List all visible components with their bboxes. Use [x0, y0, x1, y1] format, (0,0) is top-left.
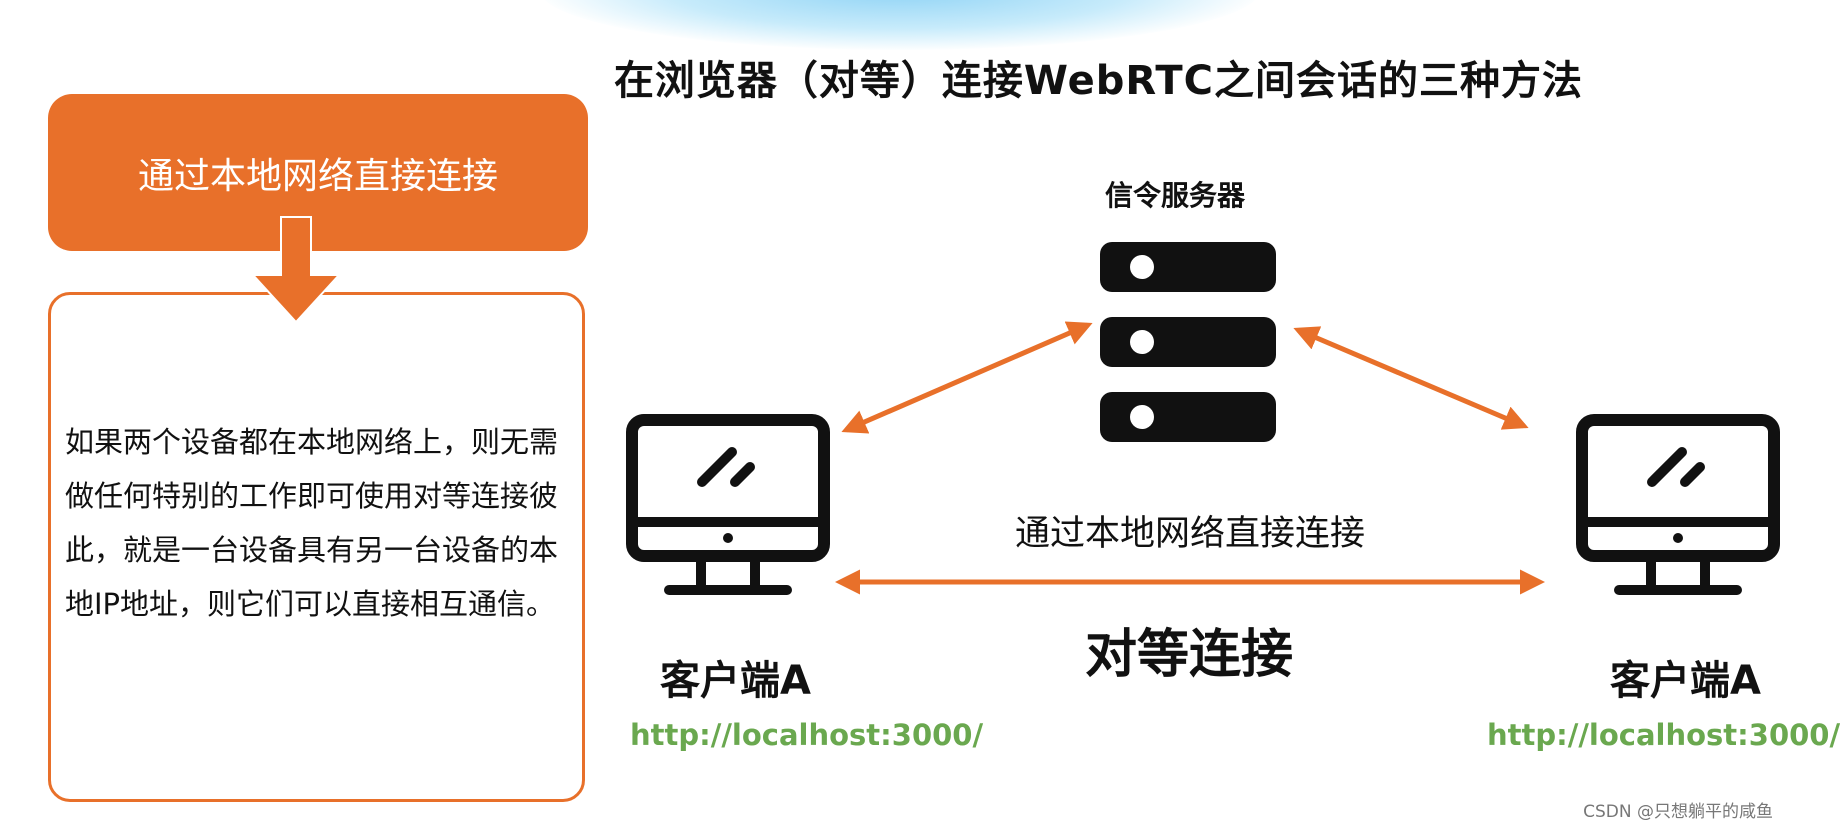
right-signal-arrow: [1293, 326, 1529, 430]
client-left-url: http://localhost:3000/: [630, 718, 984, 752]
peer-connection-label: 对等连接: [1085, 625, 1294, 685]
server-icon: [1100, 242, 1276, 442]
method-heading-box: 通过本地网络直接连接: [48, 94, 588, 251]
method-heading: 通过本地网络直接连接: [137, 155, 498, 197]
client-right-label: 客户端A: [1610, 658, 1761, 704]
page-title: 在浏览器（对等）连接WebRTC之间会话的三种方法: [613, 58, 1584, 104]
client-right-url: http://localhost:3000/: [1487, 718, 1840, 752]
connection-label: 通过本地网络直接连接: [1015, 514, 1366, 554]
signaling-server-label: 信令服务器: [1105, 179, 1246, 212]
left-signal-arrow: [841, 321, 1093, 434]
description-text: 如果两个设备都在本地网络上，则无需做任何特别的工作即可使用对等连接彼此，就是一台…: [65, 425, 559, 621]
connection-diagram: [626, 242, 1780, 595]
client-left-label: 客户端A: [660, 658, 811, 704]
computer-left-icon: [626, 414, 830, 595]
watermark: CSDN @只想躺平的咸鱼: [1583, 802, 1773, 822]
description-box: 如果两个设备都在本地网络上，则无需做任何特别的工作即可使用对等连接彼此，就是一台…: [48, 292, 585, 802]
down-arrow-icon: [250, 216, 342, 324]
computer-right-icon: [1576, 414, 1780, 595]
